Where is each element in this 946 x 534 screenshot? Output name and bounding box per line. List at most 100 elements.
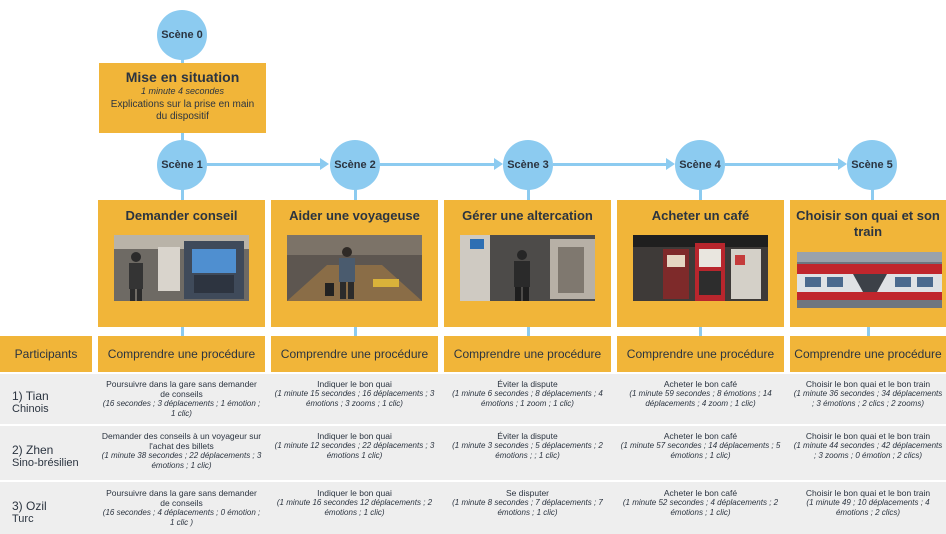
scene-1-node: Scène 1 bbox=[157, 140, 207, 190]
cell-detail: (1 minute 16 secondes 12 déplacements ; … bbox=[276, 498, 433, 517]
participant-name: 3) Ozil bbox=[12, 499, 47, 513]
cell-action: Éviter la dispute bbox=[497, 379, 558, 389]
connector bbox=[871, 189, 874, 201]
cell-detail: (1 minute 57 secondes ; 14 déplacements … bbox=[620, 441, 781, 460]
scene-3-procedure: Comprendre une procédure bbox=[444, 336, 611, 372]
cell-action: Choisir le bon quai et le bon train bbox=[805, 488, 931, 498]
cell-action: Choisir le bon quai et le bon train bbox=[805, 379, 931, 389]
scene-5-node: Scène 5 bbox=[847, 140, 897, 190]
scene-3-photo bbox=[460, 235, 595, 301]
scene-5-procedure: Comprendre une procédure bbox=[790, 336, 946, 372]
participant-3-label: 3) Ozil Turc bbox=[12, 499, 47, 526]
cell-action: Demander des conseils à un voyageur sur … bbox=[101, 431, 262, 451]
table-cell: Choisir le bon quai et le bon train(1 mi… bbox=[790, 488, 946, 534]
participant-origin: Turc bbox=[12, 513, 34, 525]
scene-4-procedure: Comprendre une procédure bbox=[617, 336, 784, 372]
scene-4-node: Scène 4 bbox=[675, 140, 725, 190]
cell-action: Indiquer le bon quai bbox=[317, 379, 392, 389]
scene-5-photo bbox=[797, 252, 942, 308]
participant-origin: Chinois bbox=[12, 403, 49, 415]
cell-action: Acheter le bon café bbox=[663, 431, 738, 441]
participants-header: Participants bbox=[0, 336, 92, 372]
participant-row-3 bbox=[0, 482, 946, 534]
scene-5-card: Choisir son quai et son train bbox=[790, 200, 946, 327]
cell-detail: (16 secondes ; 3 déplacements ; 1 émotio… bbox=[102, 399, 261, 418]
cell-detail: (1 minute 12 secondes ; 22 déplacements … bbox=[274, 441, 435, 460]
scene-0-node: Scène 0 bbox=[157, 10, 207, 60]
table-cell: Acheter le bon café(1 minute 59 secondes… bbox=[617, 379, 784, 423]
table-cell: Choisir le bon quai et le bon train(1 mi… bbox=[790, 379, 946, 423]
table-cell: Indiquer le bon quai(1 minute 12 seconde… bbox=[271, 431, 438, 479]
scene-1-card: Demander conseil bbox=[98, 200, 265, 327]
flow-line bbox=[725, 163, 839, 166]
table-cell: Poursuivre dans la gare sans demander de… bbox=[98, 488, 265, 534]
cell-action: Choisir le bon quai et le bon train bbox=[805, 431, 931, 441]
scene-4-label: Scène 4 bbox=[679, 159, 721, 171]
cell-detail: (1 minute 59 secondes ; 8 émotions ; 14 … bbox=[629, 389, 772, 408]
connector bbox=[699, 327, 702, 337]
connector bbox=[181, 189, 184, 201]
arrow-icon bbox=[666, 158, 675, 170]
scene-2-photo bbox=[287, 235, 422, 301]
cell-detail: (1 minute 38 secondes ; 22 déplacements … bbox=[101, 451, 262, 470]
cell-detail: (1 minute 36 secondes ; 34 déplacements … bbox=[793, 389, 943, 408]
scene-5-title: Choisir son quai et son train bbox=[796, 208, 940, 239]
participant-name: 2) Zhen bbox=[12, 443, 54, 457]
scene-0-label: Scène 0 bbox=[161, 29, 203, 41]
table-cell: Indiquer le bon quai(1 minute 16 seconde… bbox=[271, 488, 438, 534]
cell-action: Acheter le bon café bbox=[663, 379, 738, 389]
cell-detail: (1 minute 15 secondes ; 16 déplacements … bbox=[274, 389, 435, 408]
table-cell: Acheter le bon café(1 minute 52 secondes… bbox=[617, 488, 784, 534]
scene-3-label: Scène 3 bbox=[507, 159, 549, 171]
scene-2-procedure: Comprendre une procédure bbox=[271, 336, 438, 372]
participant-2-label: 2) Zhen Sino-brésilien bbox=[12, 443, 79, 470]
table-cell: Poursuivre dans la gare sans demander de… bbox=[98, 379, 265, 423]
cell-action: Indiquer le bon quai bbox=[317, 431, 392, 441]
cell-action: Éviter la dispute bbox=[497, 431, 558, 441]
intro-duration: 1 minute 4 secondes bbox=[140, 86, 225, 96]
scene-2-node: Scène 2 bbox=[330, 140, 380, 190]
cell-detail: (1 minute 52 secondes ; 4 déplacements ;… bbox=[622, 498, 779, 517]
intro-title: Mise en situation bbox=[125, 69, 240, 85]
connector bbox=[354, 327, 357, 337]
scene-1-title: Demander conseil bbox=[125, 208, 238, 223]
flow-line bbox=[207, 163, 321, 166]
connector bbox=[867, 327, 870, 337]
flow-line bbox=[380, 163, 495, 166]
connector bbox=[354, 189, 357, 201]
table-cell: Se disputer(1 minute 8 secondes ; 7 dépl… bbox=[444, 488, 611, 534]
scene-3-card: Gérer une altercation bbox=[444, 200, 611, 327]
scene-3-node: Scène 3 bbox=[503, 140, 553, 190]
scene-4-photo bbox=[633, 235, 768, 301]
scene-4-title: Acheter un café bbox=[651, 208, 750, 223]
cell-detail: (16 secondes ; 4 déplacements ; 0 émotio… bbox=[102, 508, 261, 527]
scene-1-photo bbox=[114, 235, 249, 301]
scene-1-label: Scène 1 bbox=[161, 159, 203, 171]
cell-action: Indiquer le bon quai bbox=[317, 488, 392, 498]
participant-name: 1) Tian bbox=[12, 389, 49, 403]
participant-1-label: 1) Tian Chinois bbox=[12, 389, 49, 416]
scene-5-label: Scène 5 bbox=[851, 159, 893, 171]
cell-action: Acheter le bon café bbox=[663, 488, 738, 498]
participant-origin: Sino-brésilien bbox=[12, 457, 79, 469]
arrow-icon bbox=[320, 158, 329, 170]
table-cell: Éviter la dispute(1 minute 6 secondes ; … bbox=[444, 379, 611, 423]
scene-2-label: Scène 2 bbox=[334, 159, 376, 171]
connector bbox=[699, 189, 702, 201]
scene-2-card: Aider une voyageuse bbox=[271, 200, 438, 327]
scene-2-title: Aider une voyageuse bbox=[289, 208, 420, 223]
scene-4-card: Acheter un café bbox=[617, 200, 784, 327]
scene-1-procedure: Comprendre une procédure bbox=[98, 336, 265, 372]
cell-action: Se disputer bbox=[506, 488, 549, 498]
table-cell: Éviter la dispute(1 minute 3 secondes ; … bbox=[444, 431, 611, 479]
connector bbox=[527, 327, 530, 337]
table-cell: Acheter le bon café(1 minute 57 secondes… bbox=[617, 431, 784, 479]
arrow-icon bbox=[838, 158, 847, 170]
cell-detail: (1 minute 49 ; 10 déplacements ; 4 émoti… bbox=[806, 498, 930, 517]
table-cell: Demander des conseils à un voyageur sur … bbox=[98, 431, 265, 479]
arrow-icon bbox=[494, 158, 503, 170]
cell-action: Poursuivre dans la gare sans demander de… bbox=[106, 488, 257, 508]
cell-action: Poursuivre dans la gare sans demander de… bbox=[106, 379, 257, 399]
intro-description: Explications sur la prise en main du dis… bbox=[110, 99, 255, 122]
connector bbox=[181, 133, 184, 142]
